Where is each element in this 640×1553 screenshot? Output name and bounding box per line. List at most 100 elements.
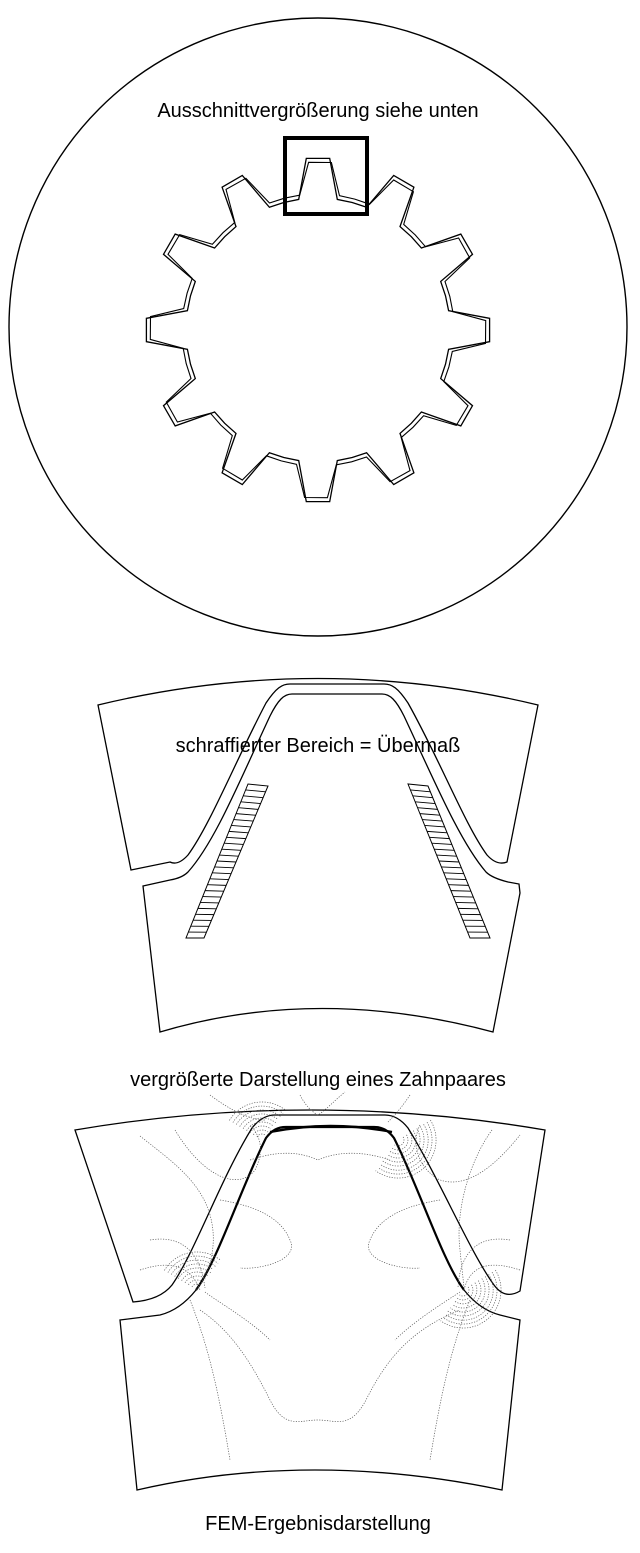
interference-hatch-right <box>407 783 491 939</box>
hatch-line <box>221 848 241 851</box>
stress-contour-line <box>174 1124 261 1180</box>
stress-contour-line <box>249 1152 391 1161</box>
gear-profile-outer <box>145 157 491 503</box>
stress-concentration-contour <box>389 1132 413 1155</box>
stress-concentration-contour <box>384 1128 421 1163</box>
stress-concentration-contour <box>184 1275 206 1283</box>
stress-contour-line <box>139 1135 214 1291</box>
stress-concentration-contour <box>236 1109 281 1125</box>
stress-concentration-contour <box>164 1251 221 1271</box>
hatch-line <box>209 878 229 880</box>
stress-contour-line <box>394 1291 461 1341</box>
stress-concentration-contour <box>171 1259 216 1275</box>
hatch-line <box>443 872 464 875</box>
stress-concentration-contour <box>191 1283 201 1288</box>
hatch-line <box>422 819 443 822</box>
hatch-line <box>410 789 431 793</box>
hatch-line <box>228 830 249 834</box>
stress-concentration-contour <box>229 1101 286 1121</box>
hatch-line <box>448 884 469 886</box>
hatch-line <box>243 795 264 799</box>
stress-contour-line <box>387 1094 411 1123</box>
tooth-pair-caption: vergrößerte Darstellung eines Zahnpaares <box>130 1069 506 1091</box>
stress-concentration-contour <box>440 1269 502 1329</box>
hatch-line <box>453 896 474 898</box>
stress-contour-line <box>204 1291 271 1341</box>
stress-concentration-contour <box>232 1105 284 1123</box>
stress-contour-line <box>457 1238 511 1289</box>
stress-concentration-contour <box>253 1129 269 1136</box>
stress-contour-line <box>429 1299 471 1461</box>
stress-concentration-contour <box>375 1119 437 1179</box>
stress-contour-line <box>139 1264 201 1291</box>
fem-caption: FEM-Ergebnisdarstellung <box>205 1513 431 1535</box>
hatch-line <box>434 848 455 851</box>
stress-contour-line <box>463 1264 521 1291</box>
hatch-line <box>438 860 460 863</box>
stress-contour-line <box>219 1199 292 1269</box>
stress-concentration-contour <box>442 1272 498 1325</box>
hatch-line <box>427 830 448 834</box>
stress-concentration-contour <box>181 1271 209 1281</box>
hatch-line <box>219 854 239 857</box>
gear-profile-inner <box>149 161 487 499</box>
stress-concentration-contour <box>174 1263 214 1277</box>
hatch-line <box>207 884 227 886</box>
stress-contour-line <box>368 1199 441 1269</box>
fem-result-figure <box>74 1091 546 1491</box>
gear-assembly-figure <box>8 17 628 637</box>
stress-contour-line <box>189 1299 231 1461</box>
stress-concentration-contour <box>380 1124 429 1171</box>
stress-concentration-contour <box>256 1133 266 1138</box>
hatch-line <box>205 890 224 892</box>
hatch-line <box>429 836 450 840</box>
stress-concentration-contour <box>445 1274 494 1321</box>
hatch-line <box>224 842 244 845</box>
interference-hatch-left <box>185 783 269 939</box>
hatch-line <box>212 872 232 875</box>
hatch-note-label: schraffierter Bereich = Übermaß <box>176 735 461 757</box>
hatch-line <box>450 890 471 892</box>
stress-concentration-contour <box>459 1286 470 1297</box>
hatch-line <box>446 878 467 880</box>
zoom-selection-box <box>283 136 369 216</box>
hatch-line <box>236 813 256 816</box>
hatch-line <box>441 866 462 869</box>
hatch-line <box>238 807 259 810</box>
hatch-band-outline <box>407 783 491 939</box>
stress-concentration-contour <box>394 1136 405 1147</box>
hatch-line <box>436 854 457 857</box>
stress-concentration-contour <box>239 1113 279 1127</box>
stress-contour-line <box>415 1124 521 1183</box>
hatch-line <box>240 801 261 804</box>
fem-contact-line <box>195 1125 465 1291</box>
stress-concentration-contour <box>167 1255 219 1273</box>
stress-contour-line <box>299 1091 346 1116</box>
hatch-line <box>417 807 438 810</box>
stress-concentration-contour <box>242 1117 276 1129</box>
hatch-line <box>202 896 222 898</box>
hatch-line <box>226 836 246 840</box>
hatch-line <box>233 819 254 822</box>
fem-outer-segment-outline <box>74 1109 546 1303</box>
stress-contour-line <box>209 1094 266 1121</box>
fem-inner-segment-outline <box>119 1126 521 1491</box>
stress-concentration-contour <box>188 1279 204 1286</box>
inner-segment-outline <box>142 693 521 1033</box>
stress-concentration-contour <box>249 1125 271 1133</box>
hatch-line <box>419 813 440 816</box>
hatch-line <box>431 842 452 845</box>
fem-tip-band <box>269 1124 393 1134</box>
fem-stress-contours <box>139 1091 521 1461</box>
hatch-line <box>231 825 251 828</box>
stress-concentration-contour <box>387 1130 417 1159</box>
stress-contour-line <box>458 1129 493 1291</box>
stress-concentration-contour <box>246 1121 274 1131</box>
stress-contour-line <box>199 1309 461 1422</box>
stress-concentration-contour <box>456 1284 474 1301</box>
stress-concentration-contour <box>377 1122 433 1175</box>
outer-segment-outline <box>97 677 539 871</box>
hatch-line <box>412 795 433 799</box>
hatch-line <box>415 801 436 804</box>
